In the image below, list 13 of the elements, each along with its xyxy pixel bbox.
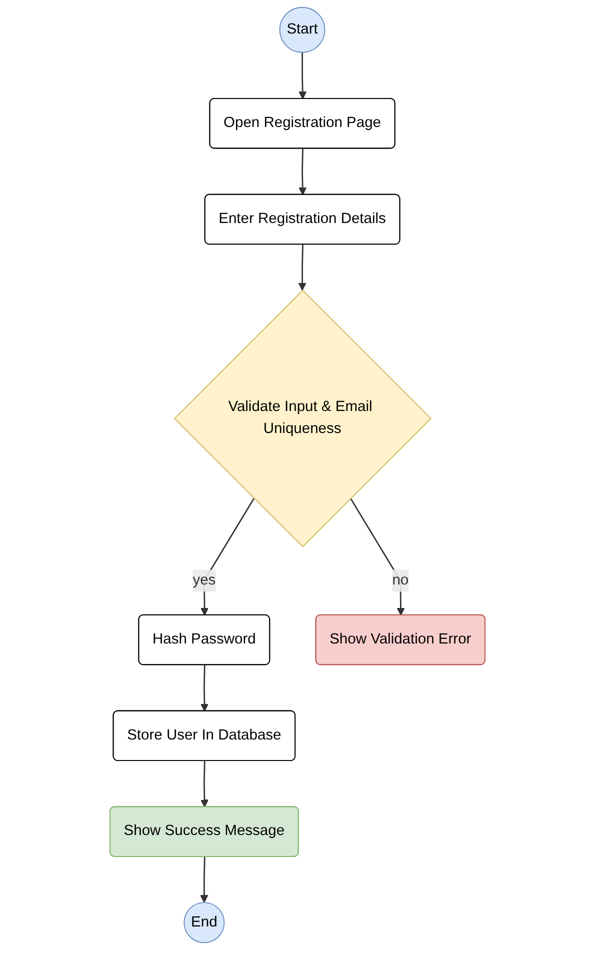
arrow [298,244,306,291]
arrow [298,52,307,100]
arrow [200,665,209,712]
edge-label: yes [192,572,216,588]
node-circle: Start [279,6,326,53]
arrow [298,148,307,196]
node-circle: End [184,902,225,944]
arrow [200,498,255,616]
arrow [200,760,209,808]
edge-label: no [392,572,409,588]
node-diamond: Validate Input & Email Uniqueness [174,290,432,548]
arrow [200,856,208,903]
arrow [350,498,405,616]
